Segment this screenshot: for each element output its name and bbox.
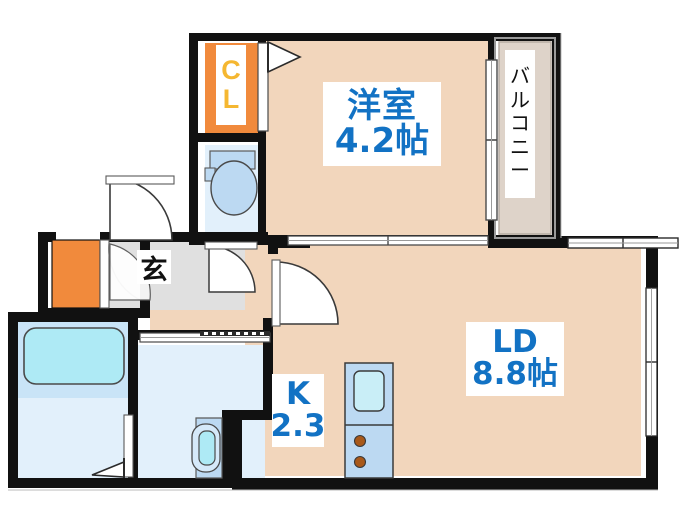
room-label-western-room: 洋室 4.2帖 xyxy=(323,82,441,166)
door-toilet xyxy=(204,241,258,293)
wall-closet-bottom xyxy=(196,133,266,142)
fixtures xyxy=(23,150,394,479)
wall-top-bedroom xyxy=(189,33,561,41)
wall-bath-top xyxy=(8,312,138,322)
door-bath xyxy=(91,414,134,478)
wall-toilet-right xyxy=(258,142,266,245)
kitchen-name: K xyxy=(285,375,311,412)
door-bedroom xyxy=(271,259,339,327)
washbasin-fixture xyxy=(191,417,223,479)
door-entrance-inner xyxy=(105,175,175,241)
balcony-char-1: バ xyxy=(510,64,530,89)
wall-hall-left xyxy=(38,232,48,318)
wall-washroom-right2 xyxy=(222,410,273,420)
room-label-kitchen: K 2.3 xyxy=(270,374,326,447)
wall-left-bedroom xyxy=(189,33,198,243)
western-room-area: 4.2帖 xyxy=(334,121,430,161)
stove-burner-1 xyxy=(353,434,367,448)
kitchen-unit xyxy=(344,362,394,479)
door-washroom-sliding xyxy=(139,331,271,343)
kitchen-sink-basin xyxy=(353,370,385,412)
doors xyxy=(51,40,339,478)
balcony-char-4: ニ xyxy=(510,134,530,159)
stove-burner-2 xyxy=(353,455,367,469)
living-dining-area: 8.8帖 xyxy=(472,356,558,392)
room-label-living-dining: LD 8.8帖 xyxy=(466,322,564,396)
kitchen-area: 2.3 xyxy=(270,407,326,444)
balcony-char-2: ル xyxy=(510,87,530,112)
wall-washroom-right3 xyxy=(222,410,232,480)
bathtub-fixture xyxy=(23,327,125,385)
room-label-entrance: 玄 xyxy=(137,250,171,286)
windows xyxy=(287,59,679,437)
wall-right-outer xyxy=(552,33,561,243)
living-dining-name: LD xyxy=(492,324,538,361)
closet-door-panel xyxy=(257,42,269,132)
wall-bath-left xyxy=(8,312,18,488)
wall-hall-ld-jog xyxy=(268,236,278,254)
balcony-char-5: ー xyxy=(510,158,530,183)
closet-letter-c: C xyxy=(221,54,241,85)
outline-hairlines xyxy=(8,33,658,491)
room-label-balcony: バルコニー xyxy=(505,50,535,198)
wall-hall-top xyxy=(100,232,268,242)
western-room-name: 洋室 xyxy=(347,86,417,127)
wall-ld-bottom xyxy=(232,478,658,490)
wall-bath-right xyxy=(128,322,138,480)
wall-entrance-left-jog xyxy=(38,232,56,242)
wall-kitchen-left xyxy=(263,318,273,418)
wall-bath-bottom xyxy=(8,478,278,488)
closet-letter-l: L xyxy=(222,84,240,114)
toilet-fixture xyxy=(204,150,258,216)
balcony-char-3: コ xyxy=(510,111,530,136)
room-label-closet: C L xyxy=(216,45,246,125)
wall-ld-left-lower xyxy=(232,418,242,480)
